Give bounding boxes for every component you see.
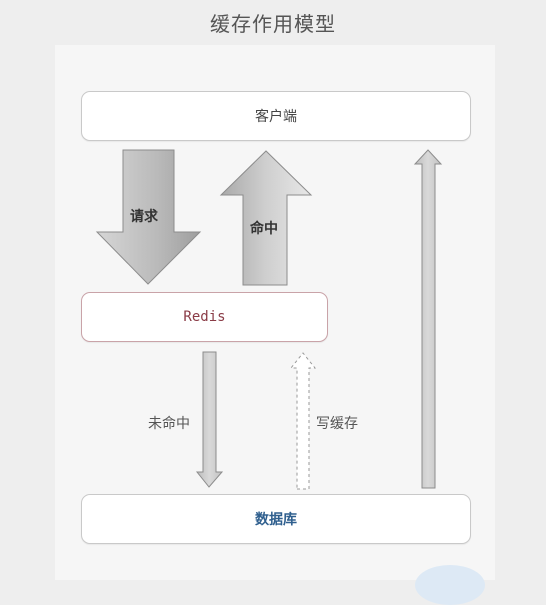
client-node: 客户端 <box>81 91 471 141</box>
diagram-title: 缓存作用模型 <box>210 12 336 36</box>
decorative-blob <box>415 565 485 605</box>
miss-arrow <box>195 351 224 488</box>
request-label: 请求 <box>130 209 158 225</box>
redis-node: Redis <box>81 292 328 342</box>
miss-label: 未命中 <box>148 416 190 432</box>
hit-arrow <box>219 150 313 286</box>
write-cache-arrow <box>289 352 317 490</box>
write-cache-label: 写缓存 <box>316 416 358 432</box>
arrows-layer <box>95 149 443 490</box>
db-to-client-arrow <box>413 149 443 489</box>
hit-label: 命中 <box>250 221 278 237</box>
request-arrow <box>95 149 202 285</box>
database-node: 数据库 <box>81 494 471 544</box>
